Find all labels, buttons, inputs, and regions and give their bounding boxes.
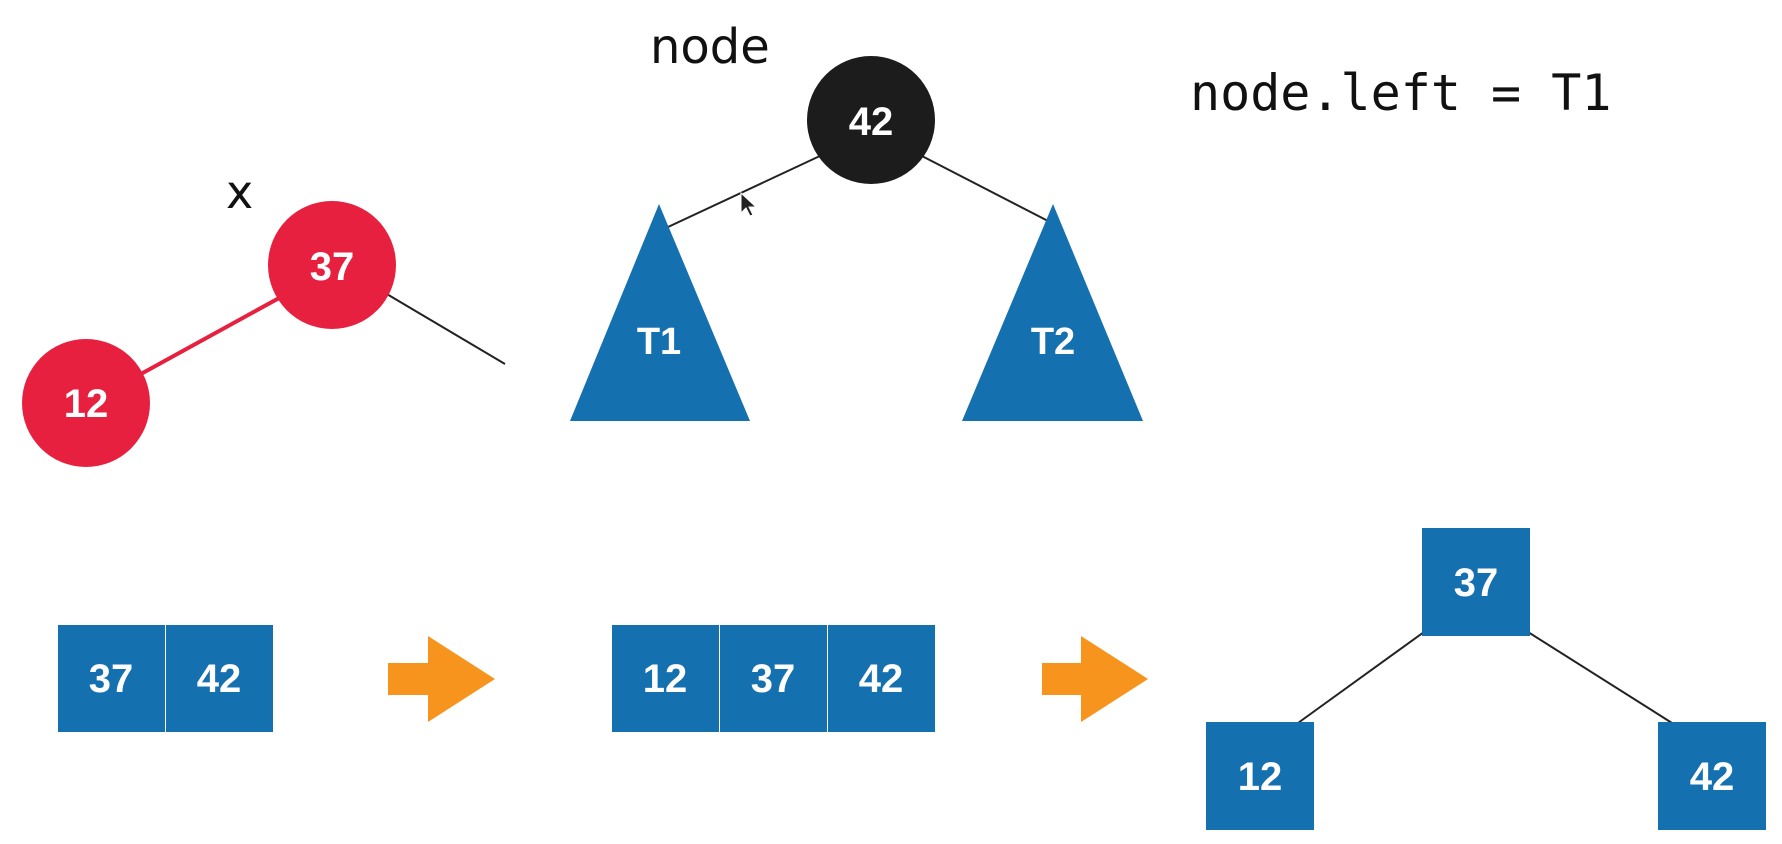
main-left-edge [667, 154, 823, 228]
red-node-37: 37 [268, 201, 396, 329]
result-left-node: 12 [1206, 722, 1314, 830]
code-line: node.left = T1 [1190, 64, 1611, 122]
black-node-42: 42 [807, 56, 935, 184]
array-two-cell-label: 37 [89, 657, 134, 701]
x-label: x [226, 165, 253, 219]
orange-arrow-icon [388, 636, 495, 722]
orange-arrow-icon [1042, 636, 1148, 722]
result-right-label: 42 [1690, 755, 1735, 799]
result-right-node: 42 [1658, 722, 1766, 830]
array-two-cell-label: 42 [197, 657, 242, 701]
subtree-t2: T2 [962, 204, 1143, 421]
red-node-12: 12 [22, 339, 150, 467]
result-root-node: 37 [1422, 528, 1530, 636]
result-right-edge [1527, 631, 1673, 724]
array-two-cell [166, 625, 273, 732]
red-node-37-label: 37 [310, 245, 355, 289]
subtree-t1-label: T1 [637, 321, 681, 363]
array-three-cell-label: 12 [643, 657, 688, 701]
array-three-cell [720, 625, 827, 732]
dangling-edge [379, 289, 506, 365]
array-three-cell-label: 42 [859, 657, 904, 701]
arrow-cursor-icon [740, 191, 758, 217]
result-root-label: 37 [1454, 561, 1499, 605]
subtree-t1: T1 [570, 204, 750, 421]
array-three: 12 37 42 [612, 625, 935, 732]
array-two-cell [58, 625, 165, 732]
main-right-edge [919, 154, 1051, 223]
array-three-cell [828, 625, 935, 732]
array-three-cell [612, 625, 719, 732]
array-two: 37 42 [58, 625, 273, 732]
result-left-label: 12 [1238, 755, 1283, 799]
result-left-edge [1297, 631, 1425, 724]
red-node-12-label: 12 [64, 382, 109, 426]
subtree-t2-label: T2 [1031, 321, 1075, 363]
black-node-42-label: 42 [849, 100, 894, 144]
array-three-cell-label: 37 [751, 657, 796, 701]
red-edge [129, 290, 291, 382]
node-label: node [650, 19, 770, 75]
